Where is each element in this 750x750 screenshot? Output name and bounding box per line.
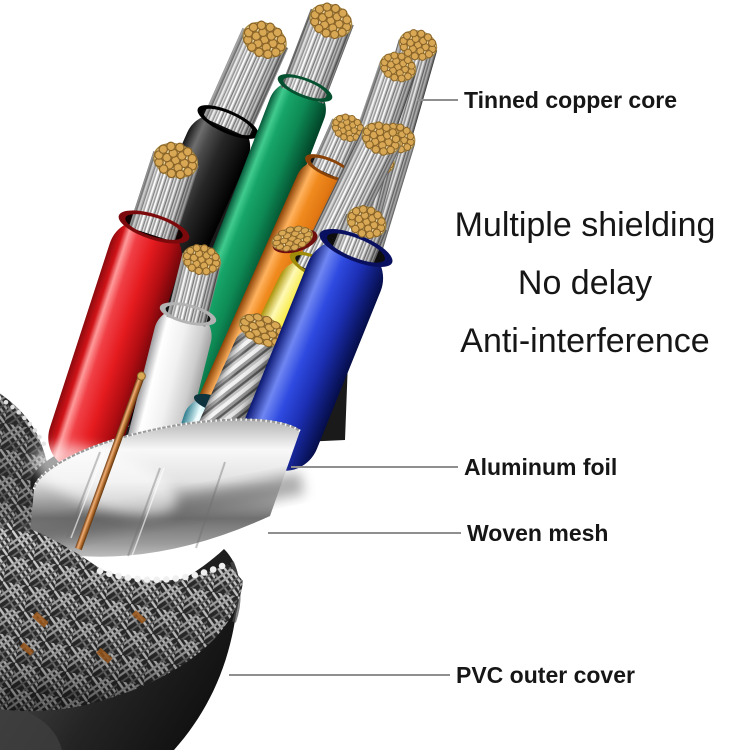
callout-tinned-copper-core: Tinned copper core [464, 87, 678, 113]
leader-line-woven-mesh [268, 532, 461, 534]
bare-copper-wire [75, 371, 146, 551]
leader-line-pvc-outer-cover [229, 674, 450, 676]
headline: Multiple shielding No delay Anti-interfe… [415, 196, 750, 370]
wire-red [48, 135, 203, 474]
leader-line-tinned-copper-core [417, 99, 458, 101]
wire-maroon-tip [268, 221, 318, 257]
wire-blue [241, 199, 393, 471]
callout-pvc-outer-cover: PVC outer cover [456, 662, 635, 688]
callout-woven-mesh: Woven mesh [467, 520, 609, 546]
headline-line-3: Anti-interference [460, 322, 710, 360]
headline-line-1: Multiple shielding [454, 206, 716, 244]
headline-line-2: No delay [517, 264, 653, 302]
callout-aluminum-foil: Aluminum foil [464, 454, 618, 480]
woven-mesh [0, 520, 243, 712]
leader-line-aluminum-foil [291, 466, 458, 468]
